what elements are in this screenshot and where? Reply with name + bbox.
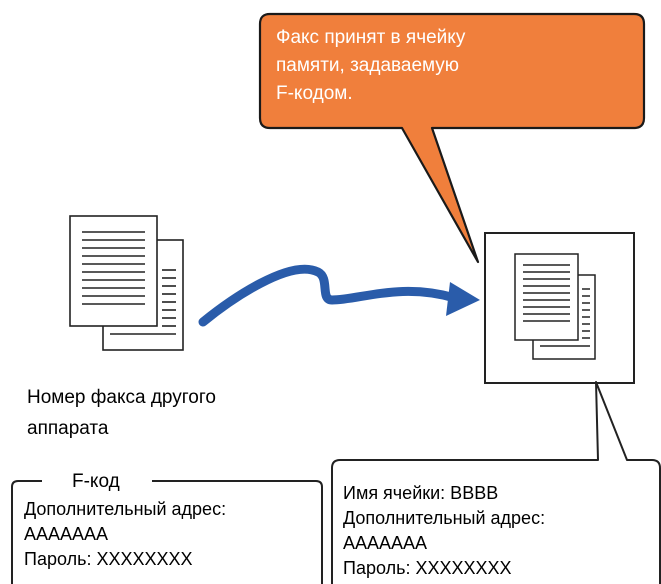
mailbox-line: Дополнительный адрес: <box>343 508 546 528</box>
fcode-line: Дополнительный адрес: <box>24 499 227 519</box>
fcode-box <box>11 480 323 584</box>
sender-label-line: аппарата <box>27 418 109 439</box>
callout-bubble <box>258 12 646 264</box>
fcode-title: F-код <box>66 470 126 494</box>
fcode-line: Пароль: XXXXXXXX <box>24 549 193 569</box>
received-document-icon <box>514 253 596 360</box>
callout-line: Факс принят в ячейку <box>276 27 466 48</box>
sender-document-icon <box>69 215 184 351</box>
mailbox-line: Пароль: XXXXXXXX <box>343 558 512 578</box>
sender-label: Номер факса другого аппарата <box>27 382 216 444</box>
callout-line: F-кодом. <box>276 83 353 104</box>
fcode-line: AAAAAAA <box>24 524 109 544</box>
callout-text: Факс принят в ячейку памяти, задаваемую … <box>276 24 465 108</box>
fcode-details: Дополнительный адрес: AAAAAAA Пароль: XX… <box>24 497 226 572</box>
sender-label-line: Номер факса другого <box>27 387 216 408</box>
transmission-arrow-icon <box>198 264 480 327</box>
callout-line: памяти, задаваемую <box>276 55 460 76</box>
mailbox-details: Имя ячейки: BBBB Дополнительный адрес: A… <box>343 481 545 581</box>
mailbox-line: Имя ячейки: BBBB <box>343 483 499 503</box>
mailbox-info-bubble <box>331 381 661 584</box>
mailbox-line: AAAAAAA <box>343 533 428 553</box>
